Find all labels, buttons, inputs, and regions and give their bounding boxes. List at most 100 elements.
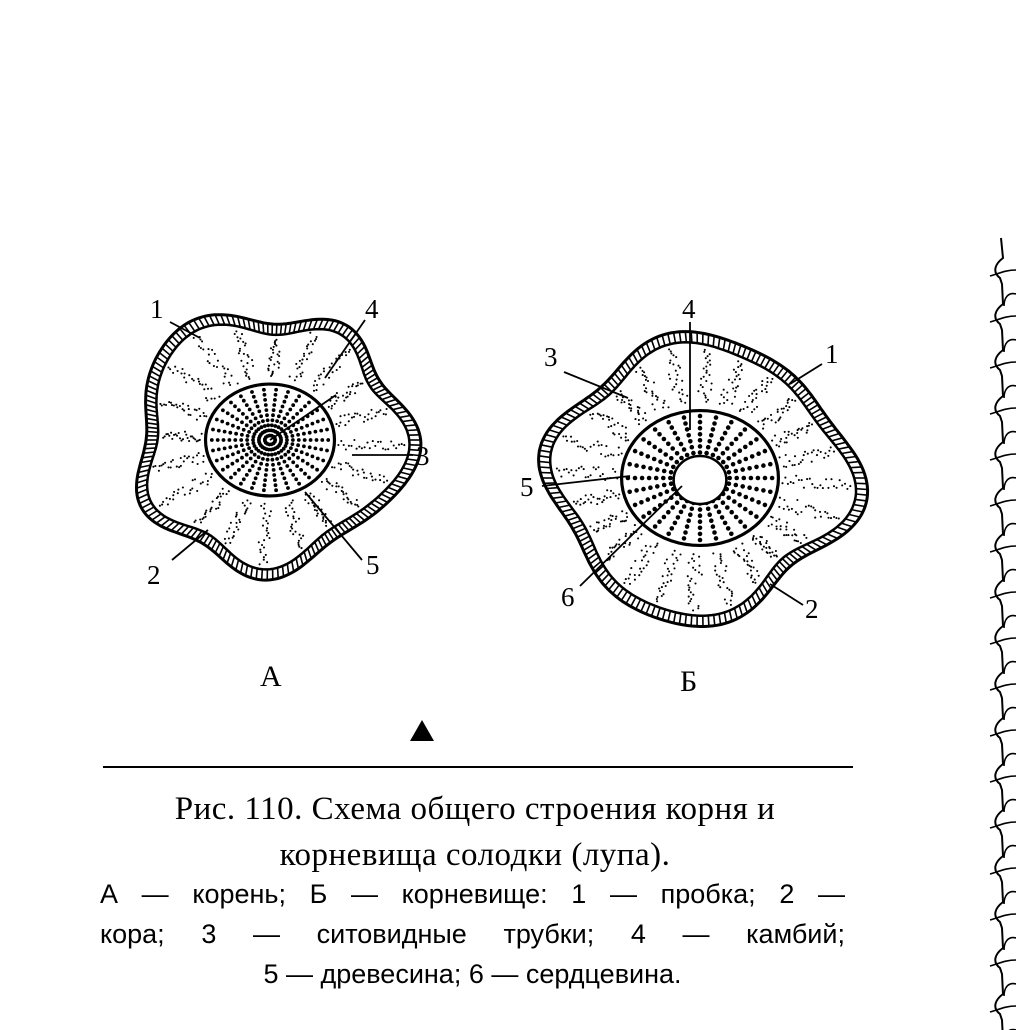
cortex-dot xyxy=(760,536,763,539)
cortex-dot xyxy=(838,479,841,482)
cortex-dot xyxy=(841,484,844,487)
cortex-dot xyxy=(623,520,626,523)
cortex-dot xyxy=(750,565,753,568)
cortex-dot xyxy=(610,519,613,522)
cortex-dot xyxy=(643,375,647,378)
xylem-vessels xyxy=(209,387,331,493)
cortex-dot xyxy=(616,421,620,425)
cortex-dot xyxy=(796,513,799,516)
xylem-dot xyxy=(241,477,246,482)
cork-hatch-stroke xyxy=(772,567,782,578)
cortex-dot xyxy=(199,346,202,350)
xylem-dot xyxy=(686,433,691,438)
cortex-dot xyxy=(673,549,676,552)
xylem-dot xyxy=(741,475,747,481)
cortex-dot xyxy=(199,338,202,341)
xylem-dot xyxy=(743,444,748,450)
cork-hatch-stroke xyxy=(303,551,308,563)
xylem-dot xyxy=(641,437,646,442)
cork-hatch-stroke xyxy=(624,360,632,371)
cortex-dot xyxy=(800,428,803,431)
xylem-dot xyxy=(278,409,283,414)
cortex-dot xyxy=(356,381,359,384)
cortex-dot xyxy=(755,405,759,408)
cortex-dot xyxy=(235,330,238,333)
cortex-dot xyxy=(222,492,225,495)
cortex-dot xyxy=(172,371,175,374)
cortex-dot xyxy=(192,437,195,440)
cortex-dot xyxy=(183,376,186,379)
cortex-dot xyxy=(197,345,201,348)
cortex-dot xyxy=(313,508,316,512)
leader-line xyxy=(304,491,363,561)
cortex-dot xyxy=(691,557,694,560)
xylem-dot xyxy=(707,512,712,517)
cortex-dot xyxy=(597,444,600,447)
cortex-dot xyxy=(628,403,631,406)
cortex-dot xyxy=(195,440,198,443)
xylem-dot xyxy=(275,457,279,461)
cortex-dot xyxy=(692,609,695,612)
cortex-dot xyxy=(837,517,840,520)
cortex-dot xyxy=(575,502,578,505)
cork-hatch-stroke xyxy=(222,549,228,561)
cortex-dot xyxy=(207,353,210,356)
cortex-dot xyxy=(322,383,325,386)
cork-hatch-stroke xyxy=(147,379,159,387)
cortex-dot xyxy=(365,476,368,480)
cortex-dot xyxy=(206,360,209,363)
cortex-dot xyxy=(395,447,398,450)
cortex-dot xyxy=(264,512,267,515)
xylem-dot xyxy=(713,504,719,509)
cork-hatch-stroke xyxy=(801,545,812,554)
cork-hatch-stroke xyxy=(655,336,661,348)
cork-hatch-stroke xyxy=(148,375,160,382)
cortex-dot xyxy=(783,430,786,433)
cortex-dot xyxy=(237,352,240,355)
cork-hatch-stroke xyxy=(378,391,390,398)
cork-hatch-stroke xyxy=(364,368,375,377)
xylem-dot xyxy=(320,438,325,442)
xylem-dot xyxy=(674,451,680,456)
cortex-dot xyxy=(229,383,232,387)
xylem-dot xyxy=(276,425,281,430)
cortex-dot xyxy=(292,515,295,518)
cortex-dot xyxy=(267,532,270,535)
cortex-dot xyxy=(785,534,788,537)
cork-hatch-stroke xyxy=(155,516,166,524)
cortex-dot xyxy=(611,417,614,420)
cortex-dot xyxy=(689,579,692,583)
xylem-dot xyxy=(632,448,638,454)
cortex-dot xyxy=(768,551,771,554)
xylem-dot xyxy=(279,420,284,425)
cork-hatch-stroke xyxy=(813,412,825,419)
xylem-dot xyxy=(705,444,711,450)
cork-hatch-stroke xyxy=(146,384,158,391)
cortex-dot xyxy=(788,460,791,463)
cork-hatching xyxy=(538,331,868,627)
cork-hatch-stroke xyxy=(587,552,598,561)
cortex-dot xyxy=(787,508,790,511)
cork-hatch-stroke xyxy=(576,531,588,538)
cortex-dot xyxy=(369,472,372,475)
legend-word: камбий; xyxy=(746,919,845,949)
cortex-dot xyxy=(620,401,623,404)
cortex-dot xyxy=(343,399,346,402)
cell-wall-branch xyxy=(989,453,1016,461)
cortex-dot xyxy=(630,399,633,402)
cork-hatch-stroke xyxy=(656,607,661,619)
cortex-dot xyxy=(198,382,201,386)
cortex-dot xyxy=(300,537,303,540)
cortex-dot xyxy=(752,537,755,540)
cortex-dot xyxy=(603,519,606,522)
cortex-dot xyxy=(746,572,749,575)
cortex-dot xyxy=(644,419,647,422)
cortex-dot xyxy=(201,517,204,521)
cork-hatch-stroke xyxy=(341,326,350,336)
cork-hatch-stroke xyxy=(747,598,753,610)
cortex-dot xyxy=(350,416,354,419)
cortex-dot xyxy=(737,360,740,363)
cortex-dot xyxy=(257,541,260,544)
cortex-dot xyxy=(775,519,778,522)
cork-hatch-stroke xyxy=(834,441,847,446)
